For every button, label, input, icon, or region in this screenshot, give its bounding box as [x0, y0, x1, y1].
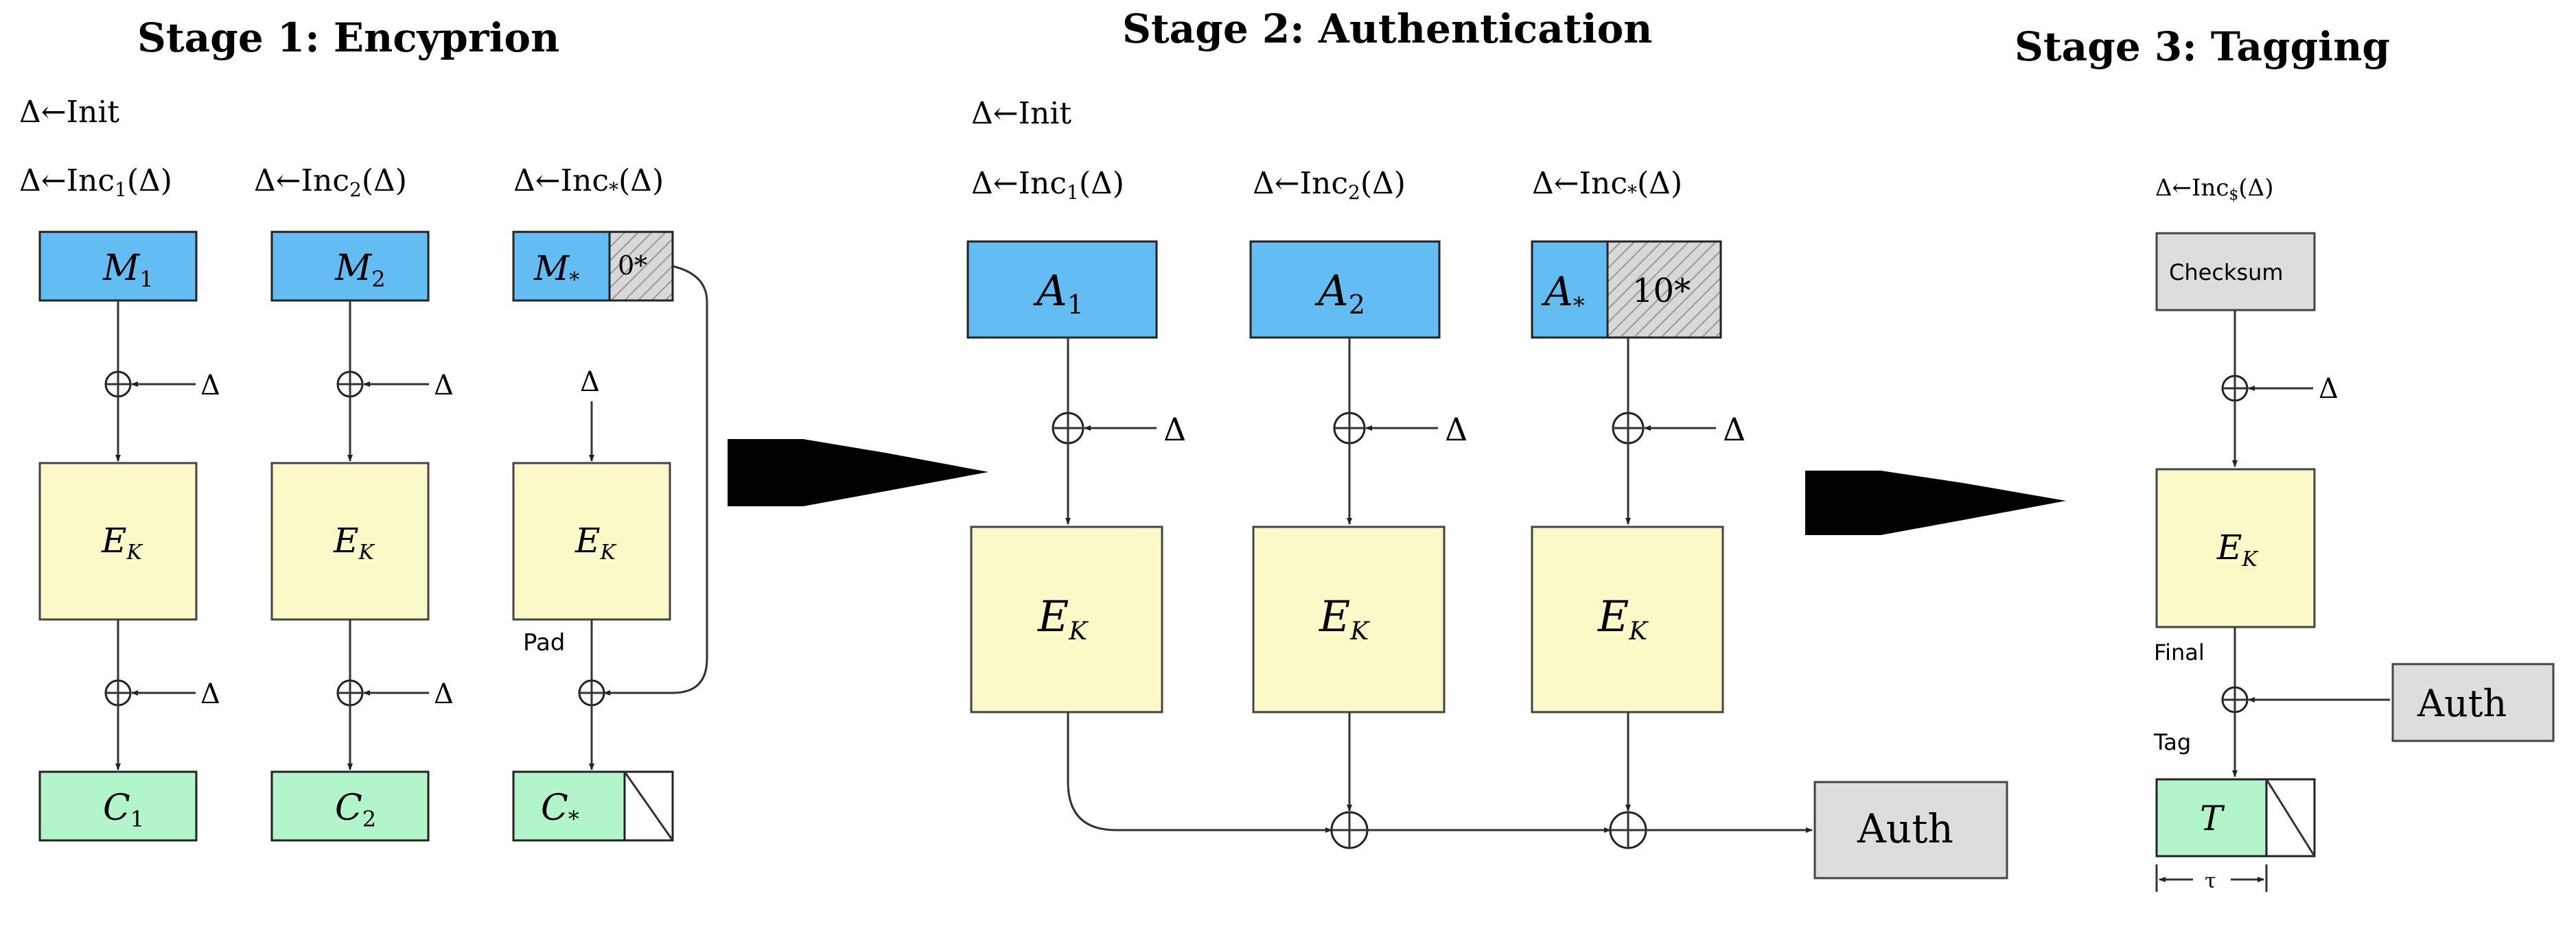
auth-label-stage3: Auth	[2417, 682, 2507, 725]
cipher-block-ek	[270, 462, 430, 621]
cipher-label: EK	[2216, 528, 2259, 571]
ciphertext-label-cstar: C*	[541, 788, 579, 832]
ciphertext-block-c1	[38, 770, 198, 842]
stage2-init-label: Δ←Init	[971, 96, 1071, 131]
pad-label-10star: 10*	[1632, 272, 1691, 310]
delta-label: Δ	[200, 678, 220, 710]
pad-feedback-line	[603, 265, 708, 696]
cipher-label: EK	[575, 521, 617, 565]
stage1-inc-label-3: Δ←Inc*(Δ)	[513, 163, 664, 201]
stage1-title: Stage 1: Encyprion	[137, 14, 559, 61]
message-label-mstar: M*	[533, 248, 579, 292]
checksum-label: Checksum	[2169, 259, 2284, 285]
cipher-block-ek	[2155, 468, 2316, 628]
stage-arrow-2	[1805, 471, 2066, 535]
ad-block-a2	[1249, 240, 1441, 339]
delta-label: Δ	[580, 366, 600, 398]
message-label-m1: M1	[102, 248, 154, 292]
stage2-title: Stage 2: Authentication	[1122, 5, 1652, 52]
message-label-m2: M2	[334, 248, 386, 292]
stage3-title: Stage 3: Tagging	[2015, 23, 2390, 70]
delta-label: Δ	[200, 370, 220, 401]
delta-label: Δ	[434, 370, 454, 401]
message-block-m2	[270, 231, 430, 302]
cipher-block-ek	[1252, 525, 1446, 713]
cipher-label: EK	[101, 521, 143, 565]
tag-label: Tag	[2153, 729, 2191, 755]
delta-label: Δ	[1163, 411, 1186, 448]
ciphertext-block-c2	[270, 770, 430, 842]
auth-block-stage3	[2391, 663, 2555, 742]
pad-output-label: Pad	[523, 629, 565, 657]
message-block-mstar	[512, 231, 611, 302]
sum-line	[1067, 712, 1332, 833]
stage3-inc-label: Δ←Inc$(Δ)	[2155, 174, 2274, 204]
ciphertext-label-c1: C1	[103, 788, 144, 832]
stage2-inc-label-1: Δ←Inc1(Δ)	[971, 166, 1124, 204]
ad-label-astar: A*	[1541, 268, 1585, 320]
stage1-init-label: Δ←Init	[19, 95, 119, 130]
delta-label: Δ	[1445, 411, 1467, 448]
cipher-label: EK	[1319, 591, 1370, 646]
ad-block-a1	[966, 240, 1158, 339]
ciphertext-label-c2: C2	[335, 788, 376, 832]
checksum-block	[2155, 232, 2316, 311]
auth-block-stage2	[1813, 781, 2008, 879]
cipher-block-ek	[1531, 525, 1724, 713]
delta-label: Δ	[1723, 411, 1745, 448]
delta-label: Δ	[2319, 373, 2339, 405]
cipher-label: EK	[333, 521, 375, 565]
final-label: Final	[2154, 639, 2205, 665]
stage1-inc-label-2: Δ←Inc2(Δ)	[254, 163, 407, 201]
cipher-block-ek	[970, 525, 1163, 713]
ad-label-a1: A1	[1033, 265, 1084, 320]
ad-label-a2: A2	[1314, 265, 1365, 320]
cipher-label: EK	[1597, 591, 1649, 646]
cipher-block-ek	[38, 462, 198, 621]
pad-label-0star: 0*	[618, 250, 647, 281]
cipher-block-ek	[512, 462, 671, 621]
stage-arrow-1	[728, 439, 988, 506]
message-block-m1	[38, 231, 198, 302]
tag-symbol: T	[2200, 799, 2225, 838]
delta-label: Δ	[434, 678, 454, 710]
tau-label: τ	[2205, 869, 2216, 893]
stage2-inc-label-3: Δ←Inc*(Δ)	[1532, 166, 1682, 204]
pad-block-0star	[608, 231, 674, 302]
stage1-inc-label-1: Δ←Inc1(Δ)	[19, 163, 172, 201]
auth-label-stage2: Auth	[1857, 805, 1953, 852]
stage2-inc-label-2: Δ←Inc2(Δ)	[1253, 166, 1406, 204]
pad-block-10star	[1606, 240, 1722, 339]
cipher-label: EK	[1037, 591, 1089, 646]
ciphertext-block-cstar	[512, 770, 626, 842]
